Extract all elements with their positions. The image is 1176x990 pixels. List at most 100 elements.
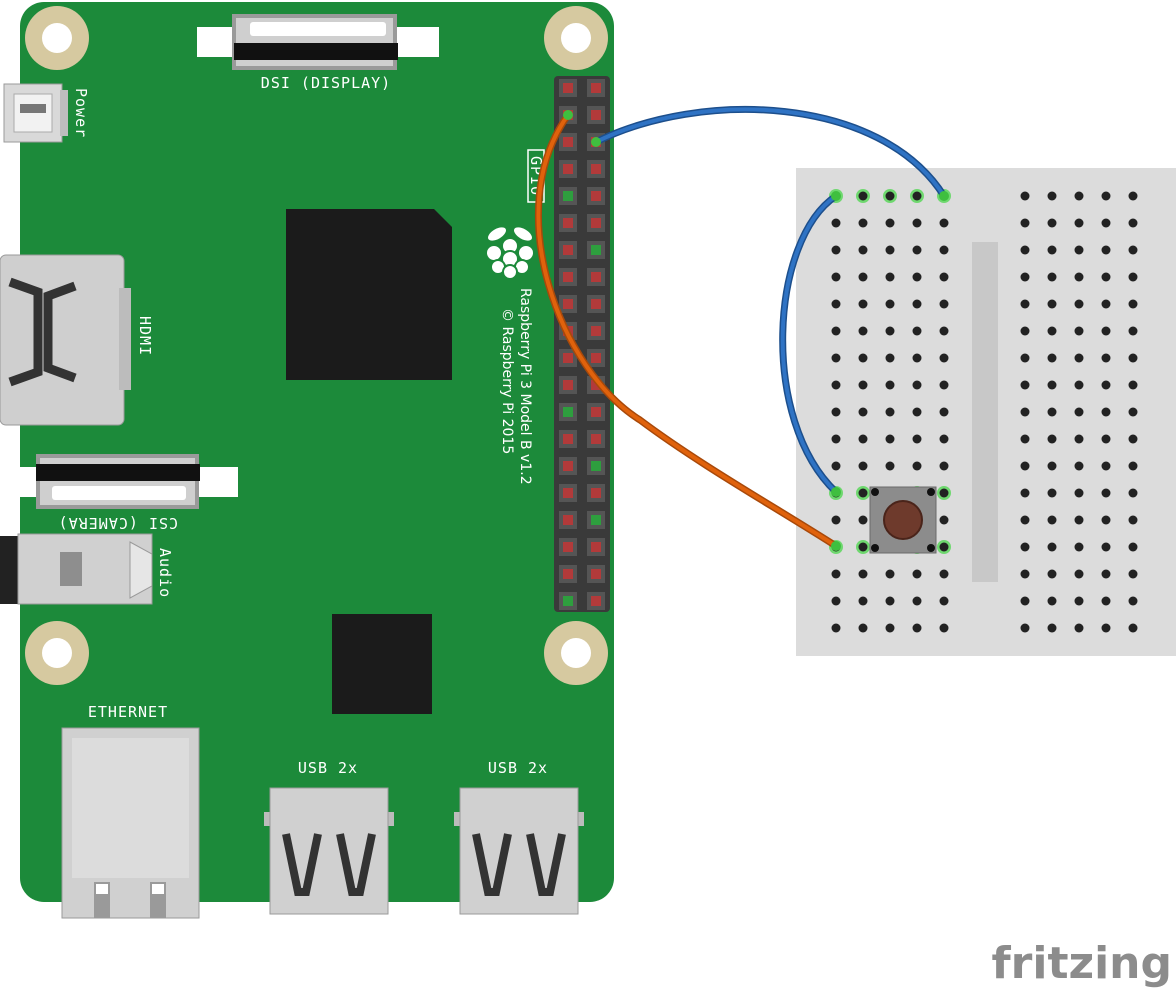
breadboard-hole[interactable]	[885, 326, 895, 336]
breadboard-hole[interactable]	[1101, 596, 1111, 606]
gpio-pin[interactable]	[591, 461, 601, 471]
breadboard-hole[interactable]	[912, 245, 922, 255]
breadboard-hole[interactable]	[1047, 623, 1057, 633]
gpio-pin[interactable]	[563, 245, 573, 255]
breadboard-hole[interactable]	[1101, 623, 1111, 633]
gpio-pin[interactable]	[563, 461, 573, 471]
breadboard-hole[interactable]	[1020, 488, 1030, 498]
breadboard-hole[interactable]	[1074, 299, 1084, 309]
breadboard-hole[interactable]	[831, 515, 841, 525]
breadboard-hole[interactable]	[1128, 326, 1138, 336]
breadboard-hole[interactable]	[1101, 488, 1111, 498]
gpio-pin[interactable]	[591, 245, 601, 255]
breadboard-hole[interactable]	[1020, 542, 1030, 552]
breadboard-hole[interactable]	[939, 596, 949, 606]
breadboard-hole[interactable]	[858, 542, 868, 552]
breadboard-hole[interactable]	[1128, 488, 1138, 498]
breadboard-hole[interactable]	[939, 299, 949, 309]
breadboard-hole[interactable]	[831, 380, 841, 390]
breadboard-hole[interactable]	[912, 434, 922, 444]
breadboard-hole[interactable]	[1020, 218, 1030, 228]
breadboard-hole[interactable]	[858, 218, 868, 228]
breadboard-hole[interactable]	[1020, 272, 1030, 282]
breadboard-hole[interactable]	[858, 326, 868, 336]
breadboard-hole[interactable]	[1047, 596, 1057, 606]
breadboard-hole[interactable]	[885, 434, 895, 444]
breadboard-hole[interactable]	[1101, 407, 1111, 417]
gpio-pin[interactable]	[563, 596, 573, 606]
breadboard-hole[interactable]	[1101, 569, 1111, 579]
breadboard-hole[interactable]	[939, 326, 949, 336]
breadboard-hole[interactable]	[912, 461, 922, 471]
breadboard-hole[interactable]	[885, 569, 895, 579]
breadboard-hole[interactable]	[1074, 218, 1084, 228]
gpio-pin[interactable]	[591, 218, 601, 228]
breadboard-hole[interactable]	[858, 407, 868, 417]
breadboard-hole[interactable]	[858, 191, 868, 201]
breadboard-hole[interactable]	[1074, 569, 1084, 579]
breadboard-hole[interactable]	[1128, 245, 1138, 255]
breadboard-hole[interactable]	[1020, 569, 1030, 579]
breadboard-hole[interactable]	[858, 488, 868, 498]
gpio-pin[interactable]	[563, 488, 573, 498]
breadboard-hole[interactable]	[912, 596, 922, 606]
breadboard-hole[interactable]	[1128, 272, 1138, 282]
breadboard-hole[interactable]	[1074, 191, 1084, 201]
breadboard-hole[interactable]	[1047, 299, 1057, 309]
breadboard-hole[interactable]	[858, 623, 868, 633]
breadboard-hole[interactable]	[1047, 542, 1057, 552]
breadboard-hole[interactable]	[885, 461, 895, 471]
breadboard-hole[interactable]	[939, 461, 949, 471]
breadboard-hole[interactable]	[831, 596, 841, 606]
breadboard-hole[interactable]	[858, 569, 868, 579]
breadboard-hole[interactable]	[1128, 515, 1138, 525]
breadboard-hole[interactable]	[1020, 515, 1030, 525]
gpio-pin[interactable]	[563, 353, 573, 363]
breadboard-hole[interactable]	[831, 299, 841, 309]
breadboard-hole[interactable]	[858, 245, 868, 255]
push-button[interactable]	[869, 486, 937, 554]
breadboard-hole[interactable]	[1074, 542, 1084, 552]
breadboard-hole[interactable]	[1047, 272, 1057, 282]
breadboard-hole[interactable]	[858, 353, 868, 363]
breadboard-hole[interactable]	[1074, 272, 1084, 282]
breadboard-hole[interactable]	[912, 218, 922, 228]
gpio-pin[interactable]	[563, 272, 573, 282]
breadboard-hole[interactable]	[1101, 218, 1111, 228]
breadboard-hole[interactable]	[1074, 326, 1084, 336]
breadboard-hole[interactable]	[885, 299, 895, 309]
push-button-cap[interactable]	[883, 500, 923, 540]
breadboard-hole[interactable]	[1128, 434, 1138, 444]
breadboard-hole[interactable]	[1074, 245, 1084, 255]
breadboard-hole[interactable]	[1128, 380, 1138, 390]
breadboard-hole[interactable]	[885, 218, 895, 228]
breadboard-hole[interactable]	[858, 434, 868, 444]
breadboard-hole[interactable]	[1074, 488, 1084, 498]
breadboard-hole[interactable]	[1047, 569, 1057, 579]
breadboard-hole[interactable]	[1128, 596, 1138, 606]
gpio-pin[interactable]	[563, 515, 573, 525]
breadboard-hole[interactable]	[885, 596, 895, 606]
breadboard-hole[interactable]	[939, 407, 949, 417]
breadboard-hole[interactable]	[1020, 596, 1030, 606]
gpio-pin[interactable]	[563, 299, 573, 309]
breadboard-hole[interactable]	[912, 407, 922, 417]
breadboard-hole[interactable]	[831, 272, 841, 282]
breadboard-hole[interactable]	[939, 272, 949, 282]
breadboard-hole[interactable]	[885, 407, 895, 417]
breadboard-hole[interactable]	[939, 542, 949, 552]
gpio-pin[interactable]	[591, 326, 601, 336]
breadboard-hole[interactable]	[1020, 380, 1030, 390]
breadboard-hole[interactable]	[1101, 272, 1111, 282]
gpio-pin[interactable]	[591, 164, 601, 174]
breadboard-hole[interactable]	[1020, 407, 1030, 417]
breadboard-hole[interactable]	[885, 272, 895, 282]
breadboard-hole[interactable]	[885, 191, 895, 201]
breadboard-hole[interactable]	[939, 245, 949, 255]
breadboard-hole[interactable]	[831, 569, 841, 579]
breadboard-hole[interactable]	[1047, 434, 1057, 444]
gpio-pin[interactable]	[591, 191, 601, 201]
gpio-pin[interactable]	[591, 353, 601, 363]
breadboard-hole[interactable]	[1047, 461, 1057, 471]
breadboard-hole[interactable]	[831, 353, 841, 363]
